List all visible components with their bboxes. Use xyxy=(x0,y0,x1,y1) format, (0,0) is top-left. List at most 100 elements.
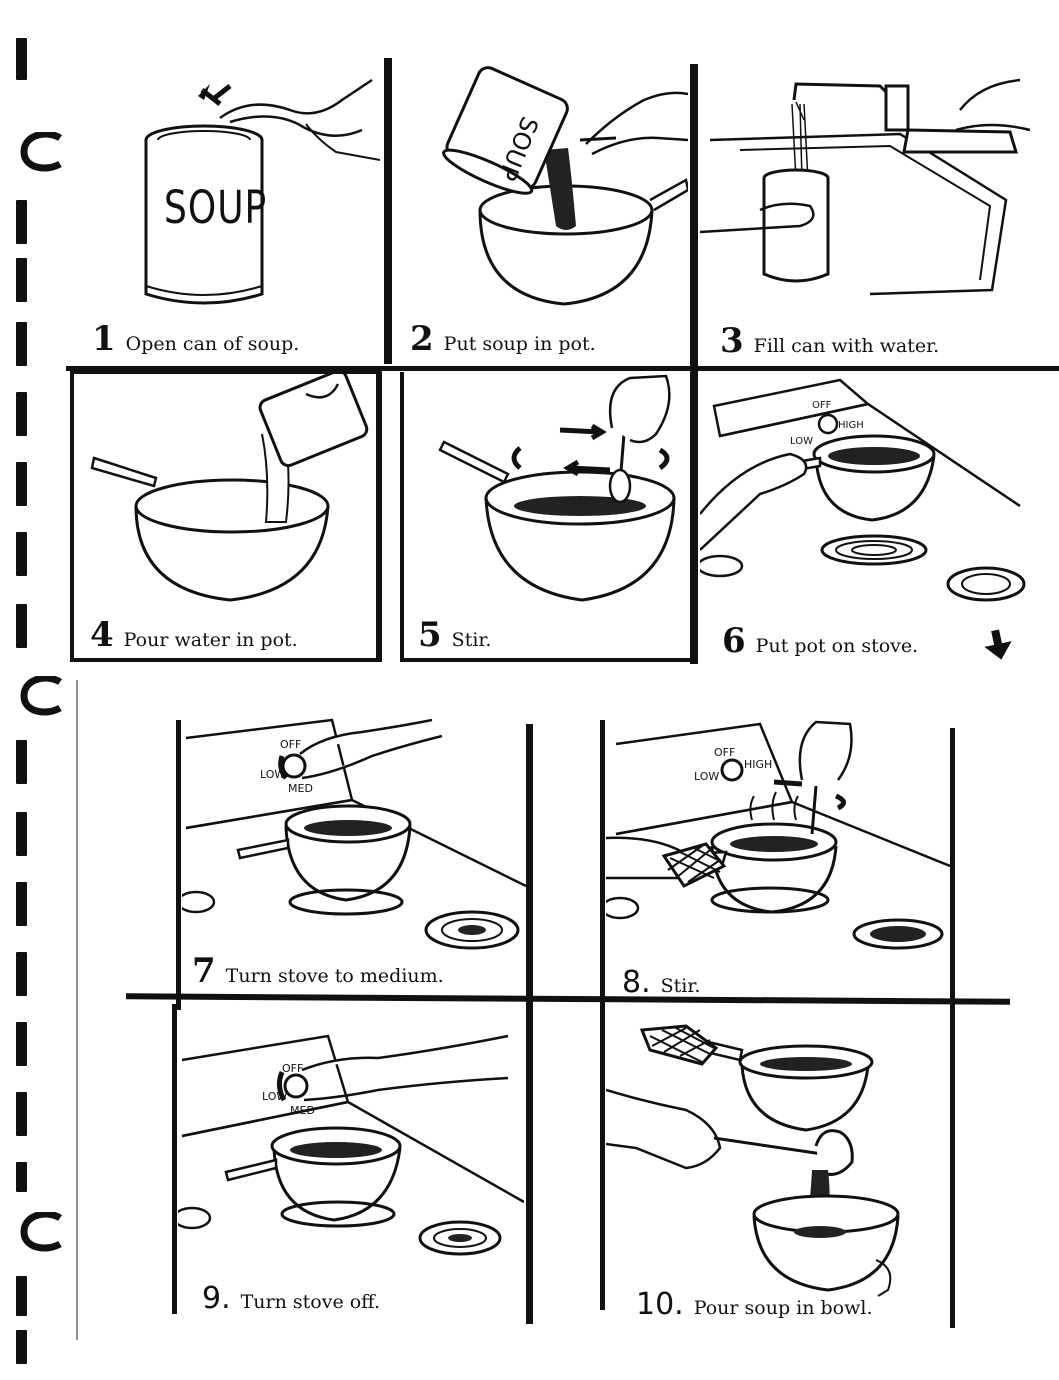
step-text: Pour water in pot. xyxy=(123,629,298,651)
step-6-panel: OFF LOW HIGH 6 Put pot on stove. xyxy=(700,374,1030,664)
step-caption: 9. Turn stove off. xyxy=(202,1284,380,1314)
step-4-panel: 4 Pour water in pot. xyxy=(76,374,376,658)
step-caption: 2 Put soup in pot. xyxy=(410,322,596,356)
step-2-panel: SOUP 2 Put soup in pot. xyxy=(396,60,688,366)
knob-med-label: MED xyxy=(288,782,313,795)
knob-off-label: OFF xyxy=(714,746,735,759)
step-caption: 7 Turn stove to medium. xyxy=(192,954,444,988)
open-can-illustration xyxy=(144,78,380,305)
oven-mitt xyxy=(661,842,727,888)
step-8-panel: OFF LOW HIGH 8. Stir. xyxy=(606,716,950,998)
step-number: 7 xyxy=(192,951,216,991)
stir-illustration xyxy=(438,374,676,602)
pour-bowl-illustration xyxy=(606,1024,900,1297)
binder-hole xyxy=(16,1330,27,1364)
step-number: 8. xyxy=(622,965,651,998)
step-text: Fill can with water. xyxy=(753,335,940,357)
knob-low-label: LOW xyxy=(260,768,285,781)
step-text: Open can of soup. xyxy=(125,333,300,355)
binder-hole xyxy=(16,462,27,506)
pour-water-illustration xyxy=(90,374,369,602)
divider-vertical xyxy=(172,1004,177,1314)
binder-hole xyxy=(16,740,27,784)
binder-hole xyxy=(16,1276,27,1316)
knob-high-label: HIGH xyxy=(838,420,864,431)
step-text: Pour soup in bowl. xyxy=(693,1297,873,1319)
binder-ring xyxy=(20,132,62,172)
binder-hole xyxy=(16,258,27,302)
fill-can-illustration xyxy=(700,78,1030,296)
binder-hole xyxy=(16,322,27,366)
binder-hole xyxy=(16,812,27,856)
step-number: 2 xyxy=(410,319,434,359)
pour-soup-illustration: SOUP xyxy=(442,66,688,306)
binder-hole xyxy=(16,532,27,576)
turn-off-illustration: OFF LOW MED xyxy=(178,1034,524,1256)
turn-medium-illustration: OFF LOW MED xyxy=(182,718,526,950)
continue-arrow-icon xyxy=(984,629,1012,660)
binder-hole xyxy=(16,1022,27,1066)
panel-border xyxy=(70,370,378,374)
pot-on-stove-illustration: OFF LOW HIGH xyxy=(700,378,1026,602)
binder-hole xyxy=(16,1092,27,1136)
step-caption: 4 Pour water in pot. xyxy=(90,618,298,652)
binder-hole xyxy=(16,38,27,80)
step-caption: 10. Pour soup in bowl. xyxy=(636,1290,873,1320)
step-7-panel: OFF LOW MED 7 Turn stove to medium. xyxy=(182,716,526,998)
knob-off-label: OFF xyxy=(812,400,832,411)
panel-border xyxy=(70,370,74,662)
knob-low-label: LOW xyxy=(790,436,813,447)
step-9-panel: OFF LOW MED 9. Turn stove off. xyxy=(178,1006,524,1318)
step-caption: 3 Fill can with water. xyxy=(720,324,939,358)
knob-low-label: LOW xyxy=(694,770,719,783)
knob-med-label: MED xyxy=(290,1104,315,1117)
step-caption: 1 Open can of soup. xyxy=(92,322,299,356)
step-number: 9. xyxy=(202,1281,231,1316)
sheet-edge xyxy=(76,680,78,1340)
knob-off-label: OFF xyxy=(282,1062,303,1075)
can-label: SOUP xyxy=(164,182,268,235)
knob-off-label: OFF xyxy=(280,738,301,751)
panel-border xyxy=(70,658,382,662)
divider-vertical xyxy=(690,64,698,664)
divider-vertical xyxy=(950,728,955,1328)
binder-hole xyxy=(16,604,27,648)
divider-vertical xyxy=(600,720,605,1310)
step-caption: 6 Put pot on stove. xyxy=(722,624,918,658)
step-caption: 8. Stir. xyxy=(622,968,700,998)
step-text: Stir. xyxy=(451,629,492,651)
binder-hole xyxy=(16,952,27,996)
step-number: 6 xyxy=(722,621,746,661)
step-10-panel: 10. Pour soup in bowl. xyxy=(606,1006,952,1330)
step-number: 1 xyxy=(92,319,116,359)
step-text: Put soup in pot. xyxy=(443,333,596,355)
step-5-panel: 5 Stir. xyxy=(404,374,690,658)
step-text: Put pot on stove. xyxy=(755,635,919,657)
binder-ring xyxy=(20,1212,62,1252)
stir-on-stove-illustration: OFF LOW HIGH xyxy=(606,720,950,950)
binder-hole xyxy=(16,200,27,244)
step-number: 5 xyxy=(418,615,442,655)
binder-hole xyxy=(16,392,27,436)
step-text: Turn stove off. xyxy=(240,1291,381,1313)
step-text: Stir. xyxy=(660,975,701,997)
step-1-panel: SOUP 1 Open can of soup. xyxy=(80,60,380,366)
divider-vertical xyxy=(526,724,533,1324)
oven-mitt xyxy=(639,1024,719,1066)
binder-strip xyxy=(0,0,70,1380)
panel-border xyxy=(400,372,404,662)
step-number: 4 xyxy=(90,615,114,655)
divider-vertical xyxy=(384,58,392,364)
divider-vertical xyxy=(176,720,181,1010)
knob-high-label: HIGH xyxy=(744,758,772,771)
binder-hole xyxy=(16,1162,27,1192)
step-caption: 5 Stir. xyxy=(418,618,491,652)
binder-hole xyxy=(16,882,27,926)
step-3-panel: 3 Fill can with water. xyxy=(700,60,1030,366)
step-number: 10. xyxy=(636,1287,684,1322)
binder-ring xyxy=(20,676,62,716)
step-number: 3 xyxy=(720,321,744,361)
step-text: Turn stove to medium. xyxy=(225,965,444,987)
panel-border xyxy=(376,370,382,662)
panel-border xyxy=(400,658,696,662)
